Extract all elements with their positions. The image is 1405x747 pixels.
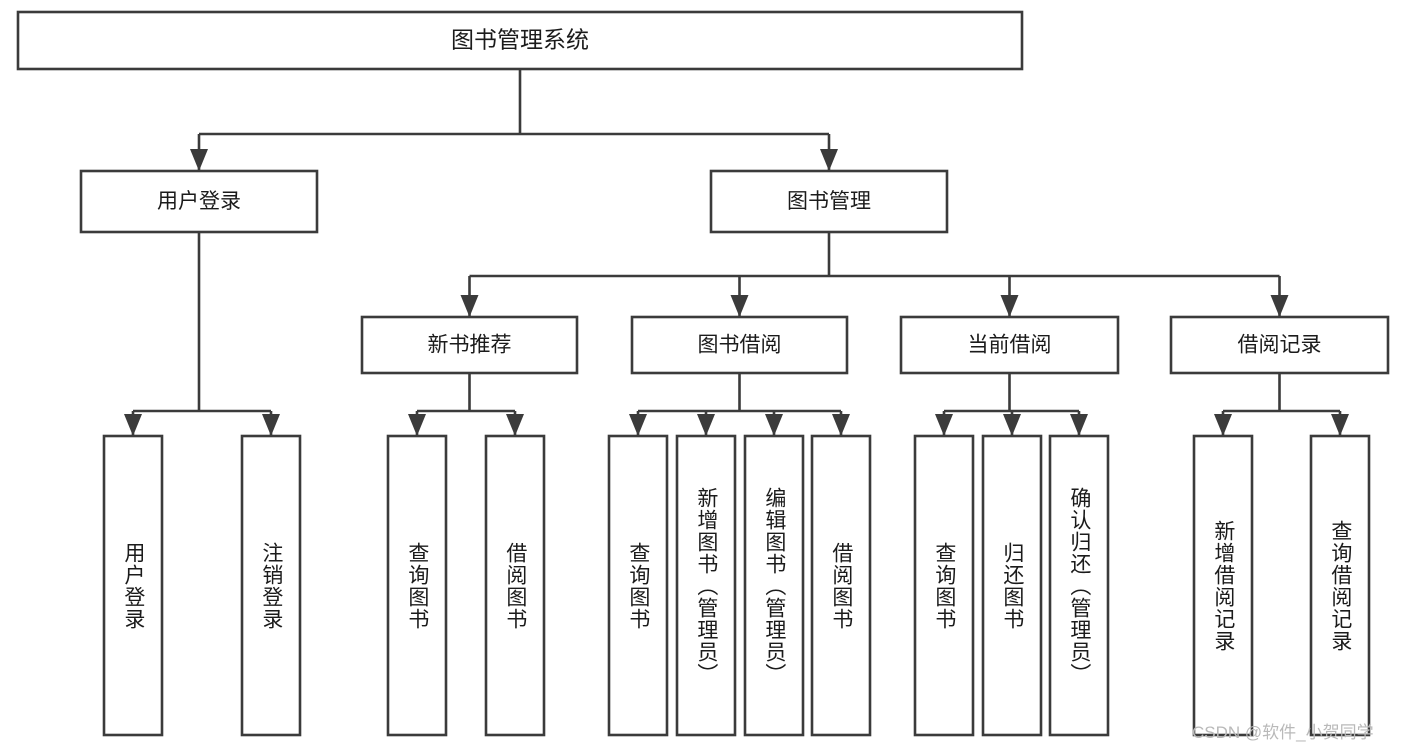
edge-arrowhead <box>506 414 524 436</box>
node-label: 借阅记录 <box>1238 334 1322 357</box>
edge-arrowhead <box>1000 295 1019 317</box>
edge-arrowhead <box>1331 414 1349 436</box>
node-current-borrow[interactable] <box>899 315 1120 375</box>
edge-arrowhead <box>1214 414 1232 436</box>
edge-arrowhead <box>1070 414 1088 436</box>
edge-arrowhead <box>935 414 953 436</box>
node-leaf-confirm-return[interactable] <box>1048 434 1110 737</box>
connector-edges-layer <box>124 69 1349 436</box>
node-leaf-query-book-1[interactable] <box>386 434 448 737</box>
edge-arrowhead <box>697 414 715 436</box>
node-leaf-borrow-book-2[interactable] <box>810 434 872 737</box>
node-leaf-user-login[interactable] <box>102 434 164 737</box>
node-label: 图书借阅 <box>698 334 782 357</box>
edge-arrowhead <box>765 414 783 436</box>
edge-arrowhead <box>408 414 426 436</box>
edge-arrowhead <box>262 414 280 436</box>
node-book-management[interactable] <box>709 169 949 234</box>
edge-arrowhead <box>1270 295 1289 317</box>
edge-arrowhead <box>832 414 850 436</box>
node-leaf-query-book-3[interactable] <box>913 434 975 737</box>
edge-arrowhead <box>460 295 479 317</box>
node-new-book-recommend[interactable] <box>360 315 579 375</box>
node-leaf-query-book-2[interactable] <box>607 434 669 737</box>
edge-arrowhead <box>629 414 647 436</box>
node-user-login[interactable] <box>79 169 319 234</box>
node-borrow-record[interactable] <box>1169 315 1390 375</box>
edge-arrowhead <box>820 149 838 171</box>
node-book-borrow[interactable] <box>630 315 849 375</box>
node-label: 图书管理 <box>787 190 871 213</box>
node-label: 用户登录 <box>157 190 241 213</box>
node-boxes-layer <box>16 10 1390 737</box>
edge-arrowhead <box>730 295 749 317</box>
node-label: 当前借阅 <box>968 334 1052 357</box>
node-leaf-edit-book[interactable] <box>743 434 805 737</box>
watermark-text: CSDN @软件_小贺同学 <box>1192 723 1374 742</box>
node-leaf-add-book[interactable] <box>675 434 737 737</box>
node-leaf-borrow-book-1[interactable] <box>484 434 546 737</box>
edge-arrowhead <box>1003 414 1021 436</box>
node-leaf-logout[interactable] <box>240 434 302 737</box>
node-root-root[interactable] <box>16 10 1024 71</box>
node-leaf-return-book[interactable] <box>981 434 1043 737</box>
edge-arrowhead <box>124 414 142 436</box>
node-label: 新书推荐 <box>428 334 512 357</box>
node-label: 图书管理系统 <box>451 27 589 53</box>
node-leaf-query-record[interactable] <box>1309 434 1371 737</box>
edge-arrowhead <box>190 149 208 171</box>
node-leaf-add-record[interactable] <box>1192 434 1254 737</box>
